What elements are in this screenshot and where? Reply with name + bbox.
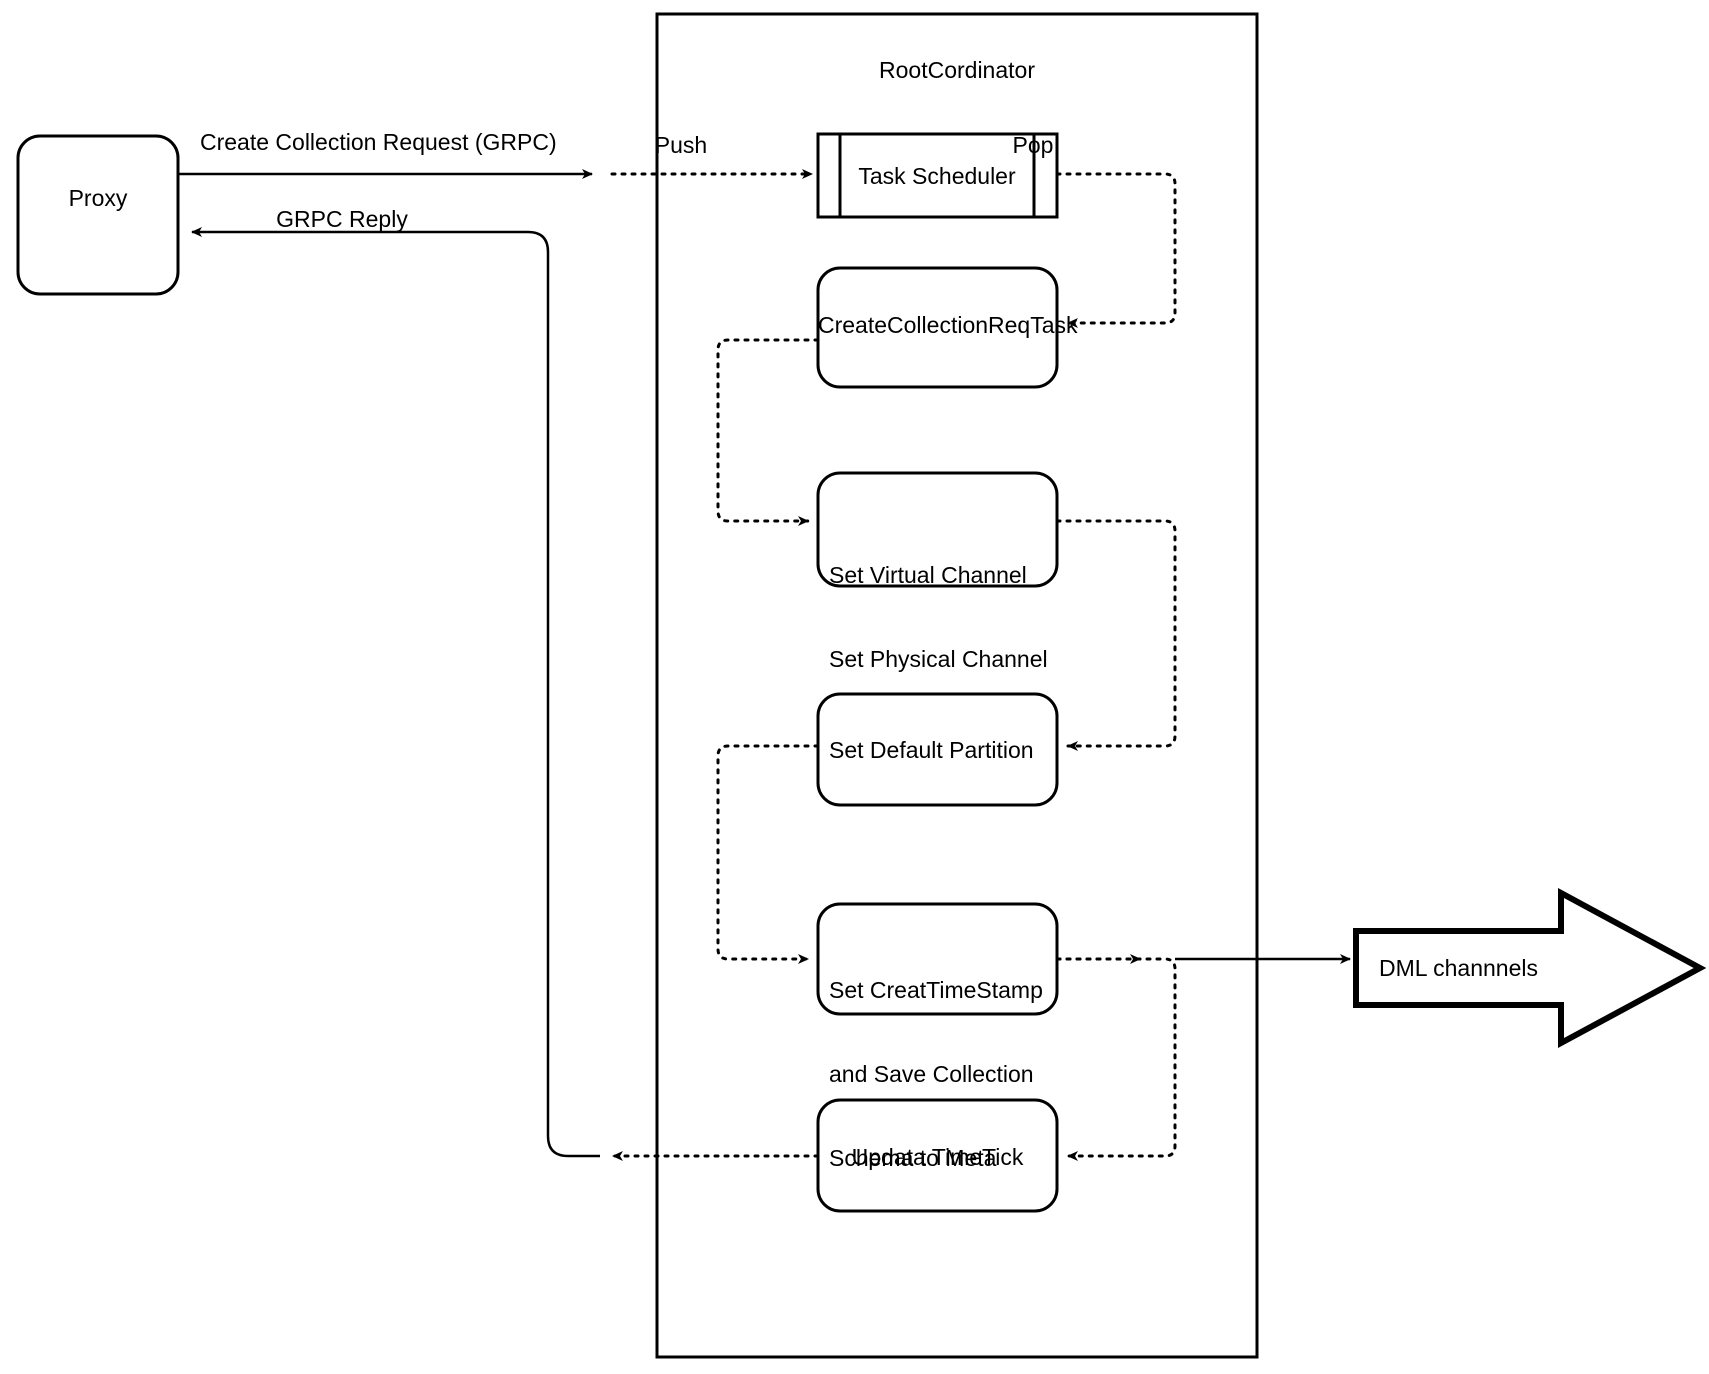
update-timetick-label: Updata TimeTick [851, 1144, 1024, 1170]
edge-label-pop: Pop [1012, 132, 1054, 158]
set-create-timestamp-line-2: and Save Collection [829, 1061, 1034, 1087]
dml-channels-shape[interactable] [1353, 887, 1707, 1049]
rootcoordinator-title: RootCordinator [879, 57, 1035, 83]
edge-default-partition-to-timestamp [716, 744, 820, 964]
set-create-timestamp-line-1: Set CreatTimeStamp [829, 977, 1043, 1003]
proxy-node-label: Proxy [68, 185, 128, 211]
edge-grpc-reply [191, 227, 600, 1158]
edge-timestamp-to-timetick [1055, 957, 1177, 1161]
set-virtual-physical-channel-label: Set Virtual Channel Set Physical Channel [829, 505, 1079, 729]
edge-pop [1055, 172, 1177, 328]
set-virtual-physical-channel-line-2: Set Physical Channel [829, 646, 1048, 672]
edge-label-grpc-reply: GRPC Reply [276, 206, 408, 232]
edge-label-create-collection-request: Create Collection Request (GRPC) [200, 129, 557, 155]
task-scheduler-node-label: Task Scheduler [858, 163, 1016, 189]
edge-task-to-set-channel [716, 338, 820, 526]
set-create-timestamp-line-3: Schema to Meta [829, 1145, 997, 1171]
edge-label-push: Push [654, 132, 708, 158]
edge-set-channel-to-default-partition [1055, 519, 1177, 751]
set-create-timestamp-label: Set CreatTimeStamp and Save Collection S… [829, 920, 1079, 1228]
create-collection-req-task-shape[interactable] [816, 266, 1059, 389]
set-default-partition-shape[interactable] [816, 692, 1059, 807]
set-virtual-physical-channel-shape[interactable] [816, 471, 1059, 588]
set-default-partition-label: Set Default Partition [829, 737, 1034, 763]
dml-channels-label: DML channnels [1379, 955, 1538, 981]
task-scheduler-node-shape[interactable] [816, 132, 1059, 219]
create-collection-req-task-label: CreateCollectionReqTask [818, 312, 1078, 338]
proxy-node-shape[interactable] [16, 134, 180, 296]
set-virtual-physical-channel-line-1: Set Virtual Channel [829, 562, 1027, 588]
